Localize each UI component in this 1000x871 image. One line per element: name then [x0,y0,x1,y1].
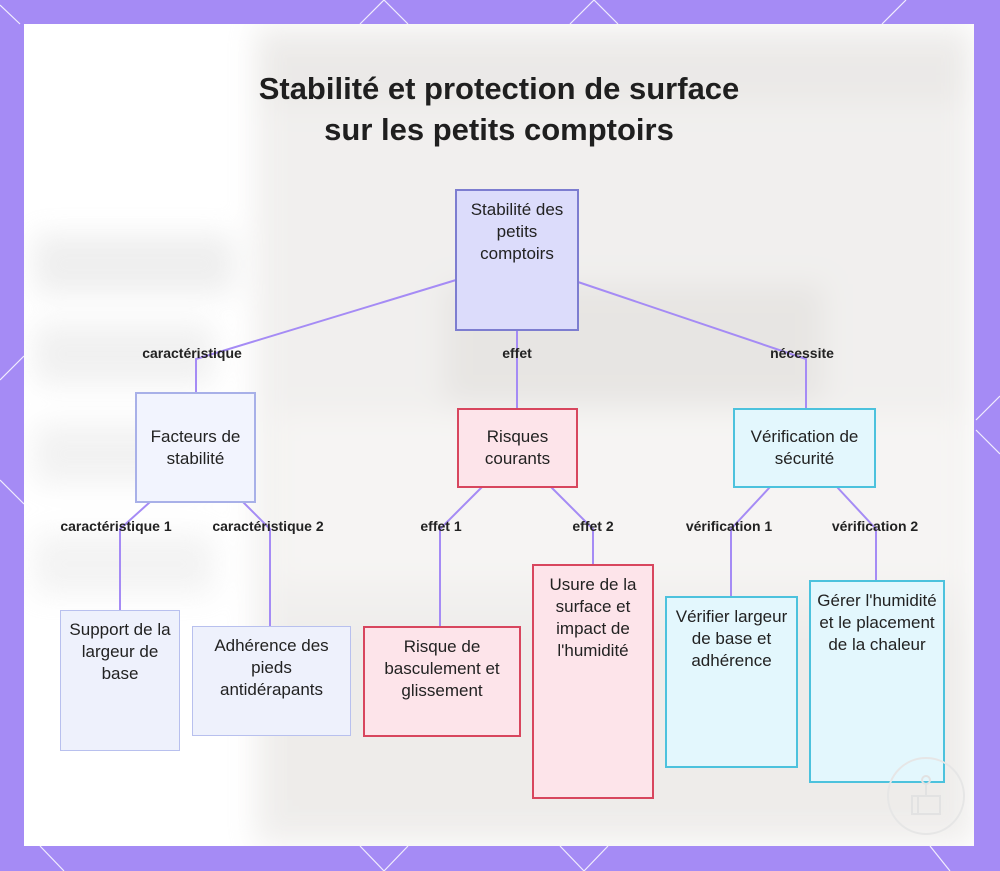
edge-check-manage [836,486,877,580]
edge-root-check [577,281,807,408]
edge-factors-grip [242,501,271,626]
edge-factors-support [119,501,151,610]
edge-label-root-risks: effet [502,345,532,361]
edge-risks-wear [550,486,594,564]
node-check: Vérification de sécurité [733,408,876,488]
node-tip: Risque de basculement et glissement [363,626,521,737]
node-risks: Risques courants [457,408,578,488]
edge-label-root-check: nécessite [770,345,834,361]
node-wear: Usure de la surface et impact de l'humid… [532,564,654,799]
node-verify: Vérifier largeur de base et adhérence [665,596,798,768]
edge-label-factors-grip: caractéristique 2 [212,518,324,534]
edge-label-root-factors: caractéristique [142,345,242,361]
node-grip: Adhérence des pieds antidérapants [192,626,351,736]
diagram-title: Stabilité et protection de surface sur l… [24,68,974,150]
edge-label-risks-wear: effet 2 [572,518,614,534]
edge-label-risks-tip: effet 1 [420,518,462,534]
node-manage: Gérer l'humidité et le placement de la c… [809,580,945,783]
node-root: Stabilité des petits comptoirs [455,189,579,331]
diagram-panel: Stabilité et protection de surface sur l… [24,24,974,846]
watermark-logo-icon [887,757,965,835]
edge-label-factors-support: caractéristique 1 [60,518,172,534]
edge-label-check-manage: vérification 2 [831,518,919,534]
node-factors: Facteurs de stabilité [135,392,256,503]
edge-check-verify [730,486,771,596]
edge-root-factors [195,279,457,392]
node-support: Support de la largeur de base [60,610,180,751]
title-line-2: sur les petits comptoirs [324,112,674,147]
title-line-1: Stabilité et protection de surface [258,71,740,106]
connector-lines [119,279,877,626]
edge-risks-tip [439,486,483,626]
edge-label-check-verify: vérification 1 [685,518,773,534]
